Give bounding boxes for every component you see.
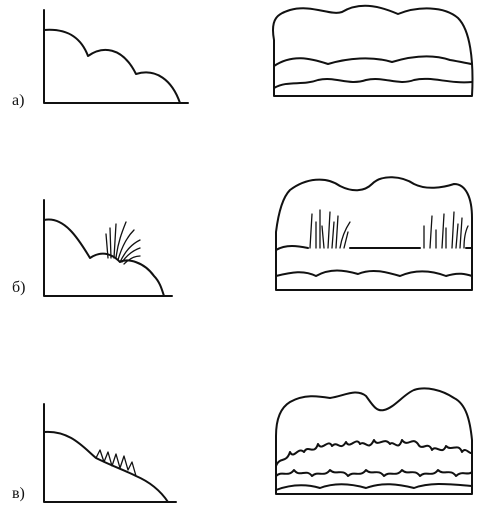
outline-b [275,176,473,291]
row-label-v: в) [12,485,25,502]
profile-b [43,199,173,297]
row-label-b: б) [12,279,25,296]
grass-left-b [309,209,351,249]
row-a: а) [12,4,474,109]
axis-a [43,9,189,104]
cross-section-a [272,4,474,97]
grass-right-b [423,211,469,249]
axis-b [43,199,173,297]
grass-row-v [95,449,137,477]
outline-v [275,387,473,495]
row-b: б) [12,176,473,297]
layer-b-2 [275,269,473,277]
cross-section-v [275,387,473,495]
grass-tuft-b [105,221,141,265]
layer-a-1 [273,55,473,67]
outline-a [272,4,474,97]
layer-b-1 [275,245,309,251]
row-label-a: а) [12,92,24,109]
wavy-band-v [275,439,473,467]
curve-b [43,218,165,297]
profile-v [43,403,177,503]
layer-v-bottom [275,483,473,491]
layer-a-2 [273,77,473,89]
curve-a [43,28,181,104]
axis-v [43,403,177,503]
row-v: в) [12,387,473,503]
profile-a [43,9,189,104]
curve-v [43,430,169,503]
wavy-band-v-lower [275,469,473,477]
cross-section-b [275,176,473,291]
